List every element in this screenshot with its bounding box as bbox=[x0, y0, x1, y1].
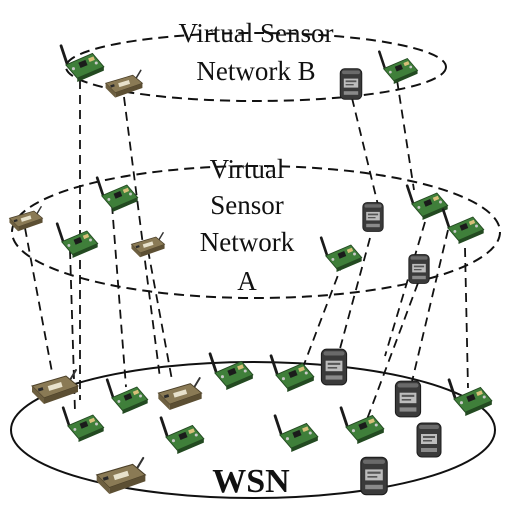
green-sensor-node-icon bbox=[441, 208, 486, 246]
green-sensor-node-icon bbox=[405, 184, 450, 222]
vsn-b-label-line1: Virtual Sensor bbox=[178, 18, 333, 48]
tan-sensor-node-icon bbox=[8, 205, 44, 233]
connection-line bbox=[123, 96, 161, 379]
vsn-a-label-line1: Virtual bbox=[210, 154, 285, 184]
green-sensor-node-icon bbox=[95, 176, 140, 214]
canister-sensor-node-icon bbox=[339, 68, 363, 100]
vsn-b-ellipse bbox=[65, 32, 447, 102]
connection-line bbox=[351, 97, 379, 206]
connection-line bbox=[147, 249, 173, 381]
canister-sensor-node-icon bbox=[416, 422, 442, 458]
green-sensor-node-icon bbox=[59, 44, 106, 84]
wsn-label: WSN bbox=[212, 463, 290, 500]
vsn-a-label-line2: Sensor bbox=[210, 190, 284, 220]
vsn-a-label-line3: Network bbox=[200, 227, 295, 257]
green-sensor-node-icon bbox=[105, 378, 150, 416]
connection-line bbox=[384, 221, 426, 357]
canister-sensor-node-icon bbox=[394, 380, 422, 418]
green-sensor-node-icon bbox=[55, 222, 100, 260]
green-sensor-node-icon bbox=[208, 352, 255, 392]
tan-sensor-node-icon bbox=[31, 369, 79, 405]
wsn-ellipse bbox=[10, 361, 496, 499]
green-sensor-node-icon bbox=[61, 406, 106, 444]
tan-sensor-node-icon bbox=[157, 377, 203, 411]
connection-line bbox=[464, 247, 469, 389]
canister-sensor-node-icon bbox=[408, 254, 430, 284]
connection-line bbox=[24, 227, 53, 373]
connection-line bbox=[396, 79, 415, 191]
connection-lines bbox=[24, 79, 469, 423]
vsn-a-ellipse bbox=[11, 165, 501, 299]
connection-line bbox=[111, 204, 127, 388]
vsn-a-label-line4: A bbox=[237, 266, 257, 296]
green-sensor-node-icon bbox=[273, 414, 320, 454]
canister-sensor-node-icon bbox=[320, 348, 348, 386]
canister-sensor-node-icon bbox=[362, 202, 384, 232]
tan-sensor-node-icon bbox=[130, 231, 166, 259]
connection-line bbox=[299, 261, 344, 376]
green-sensor-node-icon bbox=[159, 416, 206, 456]
connection-line bbox=[365, 282, 419, 423]
green-sensor-node-icon bbox=[319, 236, 364, 274]
tan-sensor-node-icon bbox=[95, 456, 147, 496]
connection-line bbox=[337, 237, 371, 357]
green-sensor-node-icon bbox=[339, 406, 386, 446]
tan-sensor-node-icon bbox=[104, 69, 144, 99]
canister-sensor-node-icon bbox=[360, 456, 388, 496]
vsn-b-label-line2: Network B bbox=[196, 56, 315, 86]
green-sensor-node-icon bbox=[377, 50, 419, 86]
connection-line bbox=[409, 229, 449, 391]
